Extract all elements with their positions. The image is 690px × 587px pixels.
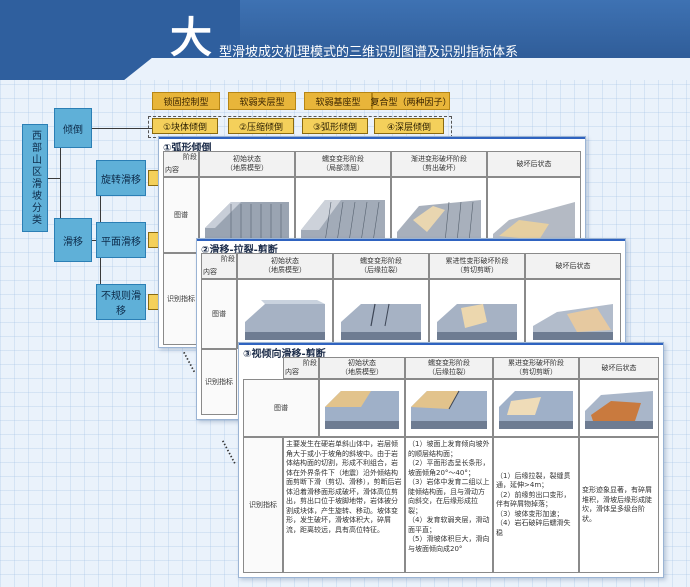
block-diagram-initial <box>325 391 399 429</box>
block-diagram-failure <box>437 304 517 340</box>
row-label-atlas: 图谱 <box>163 177 199 253</box>
card-accent <box>159 137 585 139</box>
stage-header: 破坏后状态 <box>579 357 659 379</box>
stage-header: 初始状态 （地质模型） <box>319 357 405 379</box>
page-title: 型滑坡成灾机理模式的三维识别图谱及识别指标体系 <box>219 45 519 60</box>
corner-top: 阶段 <box>221 255 235 263</box>
row-label-atlas: 图谱 <box>201 279 237 349</box>
atlas-cell <box>405 379 493 437</box>
indicator-text: （1）坡面上发育倾向坡外的顺层结构面； （2）平面形态呈长条形，坡面倾角20°～… <box>408 440 490 553</box>
tree-root: 西部山区滑坡分类 <box>22 124 48 232</box>
corner-cell: 阶段 内容 <box>163 151 199 177</box>
indicator-cell: （1）后缘拉裂，裂缝贯通，延伸>4m； （2）前缘剪出口变形，伴有碎屑物掉落； … <box>493 437 579 573</box>
title-big-char: 大 <box>170 13 213 62</box>
row-label-indicators: 识别指标 <box>243 437 283 573</box>
stage-header: 破坏后状态 <box>487 151 581 177</box>
stage-header: 破坏后状态 <box>525 253 621 279</box>
block-diagram-failure <box>499 391 573 429</box>
atlas-cell <box>579 379 659 437</box>
block-diagram-creep <box>341 303 421 340</box>
connector <box>48 178 60 179</box>
card-title: ③视倾向滑移-剪断 <box>243 349 326 360</box>
card-apparent-dip-slide: ③视倾向滑移-剪断 阶段 内容 初始状态 （地质模型） 蠕变变形阶段 （后缘拉裂… <box>238 342 664 578</box>
card-title: ②滑移-拉裂-剪断 <box>201 245 278 256</box>
title-banner: 大 型滑坡成灾机理模式的三维识别图谱及识别指标体系 <box>0 0 690 80</box>
atlas-cell <box>429 279 525 349</box>
indicator-text: 主要发生在硬岩单斜山体中，岩层倾角大于或小于坡角的斜坡中。由于岩体结构面的切割，… <box>286 440 402 534</box>
tree-level2-planar: 平面滑移 <box>96 222 146 258</box>
connector <box>92 128 152 129</box>
row-label-atlas: 图谱 <box>243 379 319 437</box>
stage-header: 初始状态 （地质模型） <box>237 253 333 279</box>
atlas-cell <box>333 279 429 349</box>
card-title: ①弧形倾倒 <box>163 143 212 154</box>
title-notch <box>0 58 690 80</box>
corner-cell: 阶段 内容 <box>283 357 319 379</box>
stage-header: 累进变形破坏阶段 （剪切剪断） <box>493 357 579 379</box>
stage-header: 渐进变形破坏阶段 （剪出破坏） <box>391 151 487 177</box>
corner-cell: 阶段 内容 <box>201 253 237 279</box>
atlas-cell <box>493 379 579 437</box>
card-accent <box>197 239 625 241</box>
corner-bottom: 内容 <box>165 166 179 174</box>
corner-top: 阶段 <box>303 359 317 367</box>
block-diagram-post <box>585 391 653 429</box>
corner-top: 阶段 <box>183 153 197 161</box>
block-diagram-post <box>533 304 613 340</box>
row-label-indicators: 识别指标 <box>163 253 199 345</box>
type-label: ③弧形倾倒 <box>302 118 368 134</box>
indicator-text: 变形迹象显著，有碎屑堆积，滑坡后缘形成陡坎，滑体呈多级台阶状。 <box>582 486 652 523</box>
tree-level2-irregular: 不规则滑移 <box>96 284 146 320</box>
tree-level1-slide: 滑移 <box>54 218 92 262</box>
type-header: 软弱夹层型 <box>228 92 296 110</box>
indicator-text: （1）后缘拉裂，裂缝贯通，延伸>4m； （2）前缘剪出口变形，伴有碎屑物掉落； … <box>496 471 571 537</box>
type-label: ②压缩倾倒 <box>228 118 294 134</box>
stage-header: 蠕变变形阶段 （局部溃屈） <box>295 151 391 177</box>
block-diagram-creep <box>411 390 487 429</box>
tree-level2-rotational: 旋转滑移 <box>96 160 146 196</box>
stage-header: 蠕变变形阶段 （后缘拉裂） <box>333 253 429 279</box>
corner-bottom: 内容 <box>203 268 217 276</box>
stage-header: 累进性变形破坏阶段 （剪切剪断） <box>429 253 525 279</box>
atlas-cell <box>525 279 621 349</box>
atlas-cell <box>319 379 405 437</box>
stage-header: 蠕变变形阶段 （后缘拉裂） <box>405 357 493 379</box>
stage-header: 初始状态 （地质模型） <box>199 151 295 177</box>
indicator-cell: 主要发生在硬岩单斜山体中，岩层倾角大于或小于坡角的斜坡中。由于岩体结构面的切割，… <box>283 437 405 573</box>
type-header: 复合型（两种因子） <box>371 92 452 110</box>
block-diagram-initial <box>245 300 325 340</box>
type-label: ④深层倾倒 <box>374 118 444 134</box>
indicator-cell: 变形迹象显著，有碎屑堆积，滑坡后缘形成陡坎，滑体呈多级台阶状。 <box>579 437 659 573</box>
card-accent <box>239 343 663 345</box>
atlas-cell <box>237 279 333 349</box>
type-header: 锁固控制型 <box>152 92 220 110</box>
type-label: ①块体倾倒 <box>152 118 218 134</box>
type-header: 软弱基座型 <box>304 92 372 110</box>
row-label-indicators: 识别指标 <box>201 349 237 415</box>
connector <box>60 128 61 240</box>
indicator-cell: （1）坡面上发育倾向坡外的顺层结构面； （2）平面形态呈长条形，坡面倾角20°～… <box>405 437 493 573</box>
corner-bottom: 内容 <box>285 368 299 376</box>
tree-level1-topple: 倾倒 <box>54 108 92 148</box>
